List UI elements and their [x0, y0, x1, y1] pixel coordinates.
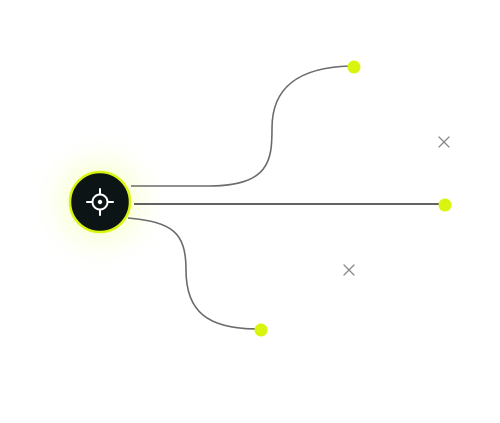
close-icon[interactable] — [343, 264, 355, 276]
endpoint-bottom[interactable] — [254, 323, 268, 337]
endpoint-top[interactable] — [347, 60, 361, 74]
hub-node[interactable] — [68, 170, 132, 234]
close-icon[interactable] — [438, 136, 450, 148]
crosshair-icon — [86, 188, 114, 216]
connector-bottom[interactable] — [127, 217, 259, 330]
connector-top[interactable] — [131, 65, 353, 187]
endpoint-middle[interactable] — [438, 198, 452, 212]
